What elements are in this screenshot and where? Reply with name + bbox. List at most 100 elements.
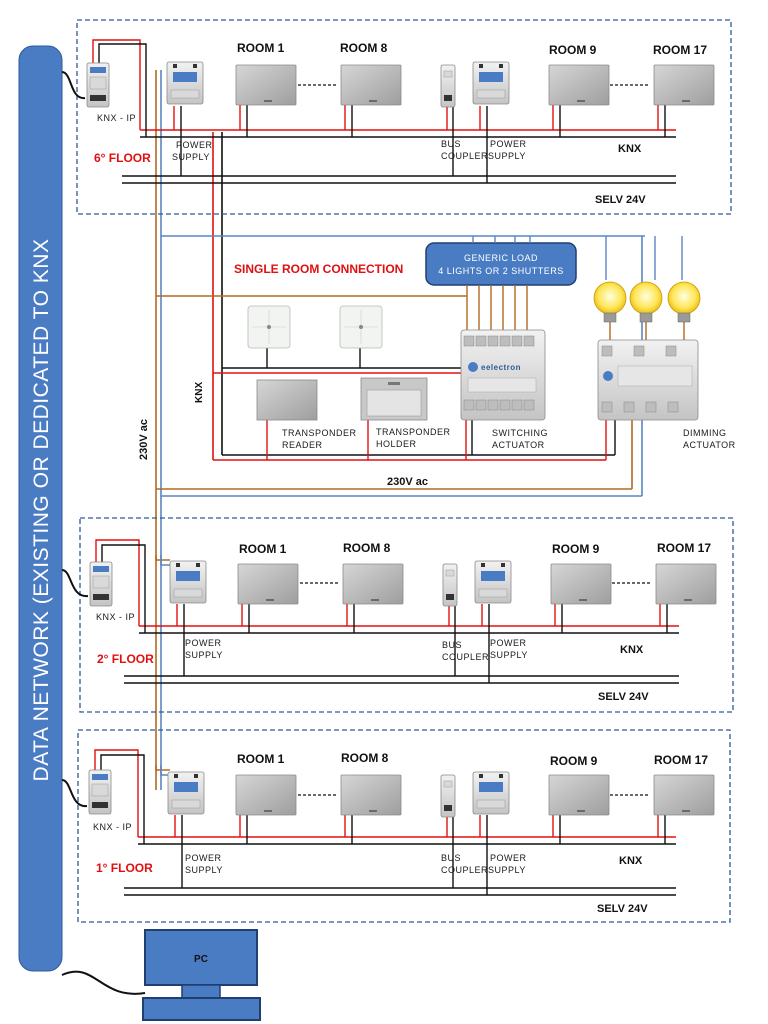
- knx-bus-label: KNX: [619, 855, 643, 867]
- bus-coupler-label: BUS: [442, 640, 462, 650]
- room-panel: [655, 563, 717, 605]
- room-panel: [550, 563, 612, 605]
- bus-coupler-label: COUPLER: [441, 865, 488, 875]
- power-supply-device: [472, 61, 510, 105]
- riser-cables: [155, 70, 223, 790]
- power-supply-label: POWER: [490, 139, 527, 149]
- pc-computer: PC: [61, 929, 261, 1021]
- room-label: ROOM 9: [552, 542, 600, 556]
- room-label: ROOM 8: [340, 41, 388, 55]
- room-label: ROOM 9: [550, 754, 598, 768]
- switching-actuator-device: eelectron: [460, 329, 546, 421]
- brand-label: eelectron: [481, 363, 521, 372]
- power-supply-device: [472, 771, 510, 815]
- selv-label: SELV 24V: [598, 691, 649, 703]
- switching-actuator-label: ACTUATOR: [492, 440, 545, 450]
- single-room-title: SINGLE ROOM CONNECTION: [234, 262, 403, 276]
- power-supply-label: SUPPLY: [172, 152, 210, 162]
- bus-coupler-device: [440, 774, 456, 818]
- power-supply-label: POWER: [176, 140, 213, 150]
- floor-1-panel: ROOM 1 ROOM 8 ROOM 9 ROOM 17 KNX - IP PO…: [61, 729, 731, 923]
- knx-vertical-label: KNX: [194, 382, 205, 403]
- transponder-reader-label: READER: [282, 440, 323, 450]
- room-panel: [548, 774, 610, 816]
- power-supply-label: SUPPLY: [488, 865, 526, 875]
- room-label: ROOM 17: [653, 43, 707, 57]
- room-panel: [340, 64, 402, 106]
- room-label: ROOM 1: [237, 752, 285, 766]
- bus-coupler-label: BUS: [441, 853, 461, 863]
- room-label: ROOM 1: [237, 41, 285, 55]
- floor-label: 1° FLOOR: [96, 861, 153, 875]
- ac-vertical-label: 230V ac: [138, 419, 150, 460]
- room-panel: [340, 774, 402, 816]
- dimming-actuator-device: [597, 339, 699, 421]
- power-supply-label: POWER: [185, 853, 222, 863]
- knx-ip-label: KNX - IP: [97, 113, 136, 123]
- floor-label: 6° FLOOR: [94, 151, 151, 165]
- transponder-holder-label: HOLDER: [376, 439, 417, 449]
- transponder-reader-device: [256, 379, 318, 421]
- generic-load-box: [425, 242, 577, 286]
- room-panel: [653, 64, 715, 106]
- room-label: ROOM 17: [657, 541, 711, 555]
- transponder-reader-label: TRANSPONDER: [282, 428, 357, 438]
- knx-ip-label: KNX - IP: [96, 612, 135, 622]
- knx-ip-interface-device: [88, 769, 112, 815]
- pc-label: PC: [194, 954, 208, 965]
- knx-bus-label: KNX: [618, 143, 642, 155]
- room-panel: [237, 563, 299, 605]
- power-supply-label: SUPPLY: [185, 865, 223, 875]
- bus-coupler-device: [442, 563, 458, 607]
- transponder-holder-label: TRANSPONDER: [376, 427, 451, 437]
- room-label: ROOM 8: [341, 751, 389, 765]
- room-panel: [235, 64, 297, 106]
- knx-ip-label: KNX - IP: [93, 822, 132, 832]
- single-room-connection: GENERIC LOAD 4 LIGHTS OR 2 SHUTTERS eele…: [138, 235, 736, 497]
- pc-network-cable: [61, 970, 146, 995]
- switching-actuator-label: SWITCHING: [492, 428, 548, 438]
- bus-coupler-label: COUPLER: [441, 151, 488, 161]
- floor-2-panel: ROOM 1 ROOM 8 ROOM 9 ROOM 17 KNX - IP PO…: [61, 517, 734, 713]
- power-supply-device: [166, 61, 204, 105]
- power-supply-label: SUPPLY: [490, 650, 528, 660]
- room-label: ROOM 9: [549, 43, 597, 57]
- data-network-label: DATA NETWORK (EXISTING OR DEDICATED TO K…: [30, 239, 53, 782]
- wall-switch-icon: [339, 305, 383, 349]
- knx-ip-interface-device: [89, 561, 113, 607]
- dimming-actuator-label: ACTUATOR: [683, 440, 736, 450]
- room-label: ROOM 17: [654, 753, 708, 767]
- power-supply-label: POWER: [490, 853, 527, 863]
- room-panel: [235, 774, 297, 816]
- floor-6-panel: ROOM 1 ROOM 8 ROOM 9 ROOM 17 KNX - IP PO…: [61, 19, 732, 215]
- power-supply-label: SUPPLY: [185, 650, 223, 660]
- room-label: ROOM 8: [343, 541, 391, 555]
- room-label: ROOM 1: [239, 542, 287, 556]
- selv-label: SELV 24V: [595, 194, 646, 206]
- selv-label: SELV 24V: [597, 903, 648, 915]
- wall-switch-icon: [247, 305, 291, 349]
- floor-label: 2° FLOOR: [97, 652, 154, 666]
- power-supply-device: [167, 771, 205, 815]
- generic-load-label: 4 LIGHTS OR 2 SHUTTERS: [438, 266, 564, 276]
- power-supply-device: [474, 560, 512, 604]
- room-panel: [342, 563, 404, 605]
- light-bulb-icon: [593, 281, 627, 323]
- ac-horizontal-label: 230V ac: [387, 476, 428, 488]
- data-network-bar: DATA NETWORK (EXISTING OR DEDICATED TO K…: [18, 45, 63, 972]
- bus-coupler-device: [440, 64, 456, 108]
- light-bulb-icon: [667, 281, 701, 323]
- bus-coupler-label: COUPLER: [442, 652, 489, 662]
- power-supply-label: SUPPLY: [488, 151, 526, 161]
- power-supply-label: POWER: [185, 638, 222, 648]
- knx-bus-label: KNX: [620, 644, 644, 656]
- transponder-holder-device: [360, 377, 428, 421]
- light-bulb-icon: [629, 281, 663, 323]
- generic-load-label: GENERIC LOAD: [464, 253, 538, 263]
- room-panel: [653, 774, 715, 816]
- dimming-actuator-label: DIMMING: [683, 428, 727, 438]
- power-supply-label: POWER: [490, 638, 527, 648]
- room-panel: [548, 64, 610, 106]
- bus-coupler-label: BUS: [441, 139, 461, 149]
